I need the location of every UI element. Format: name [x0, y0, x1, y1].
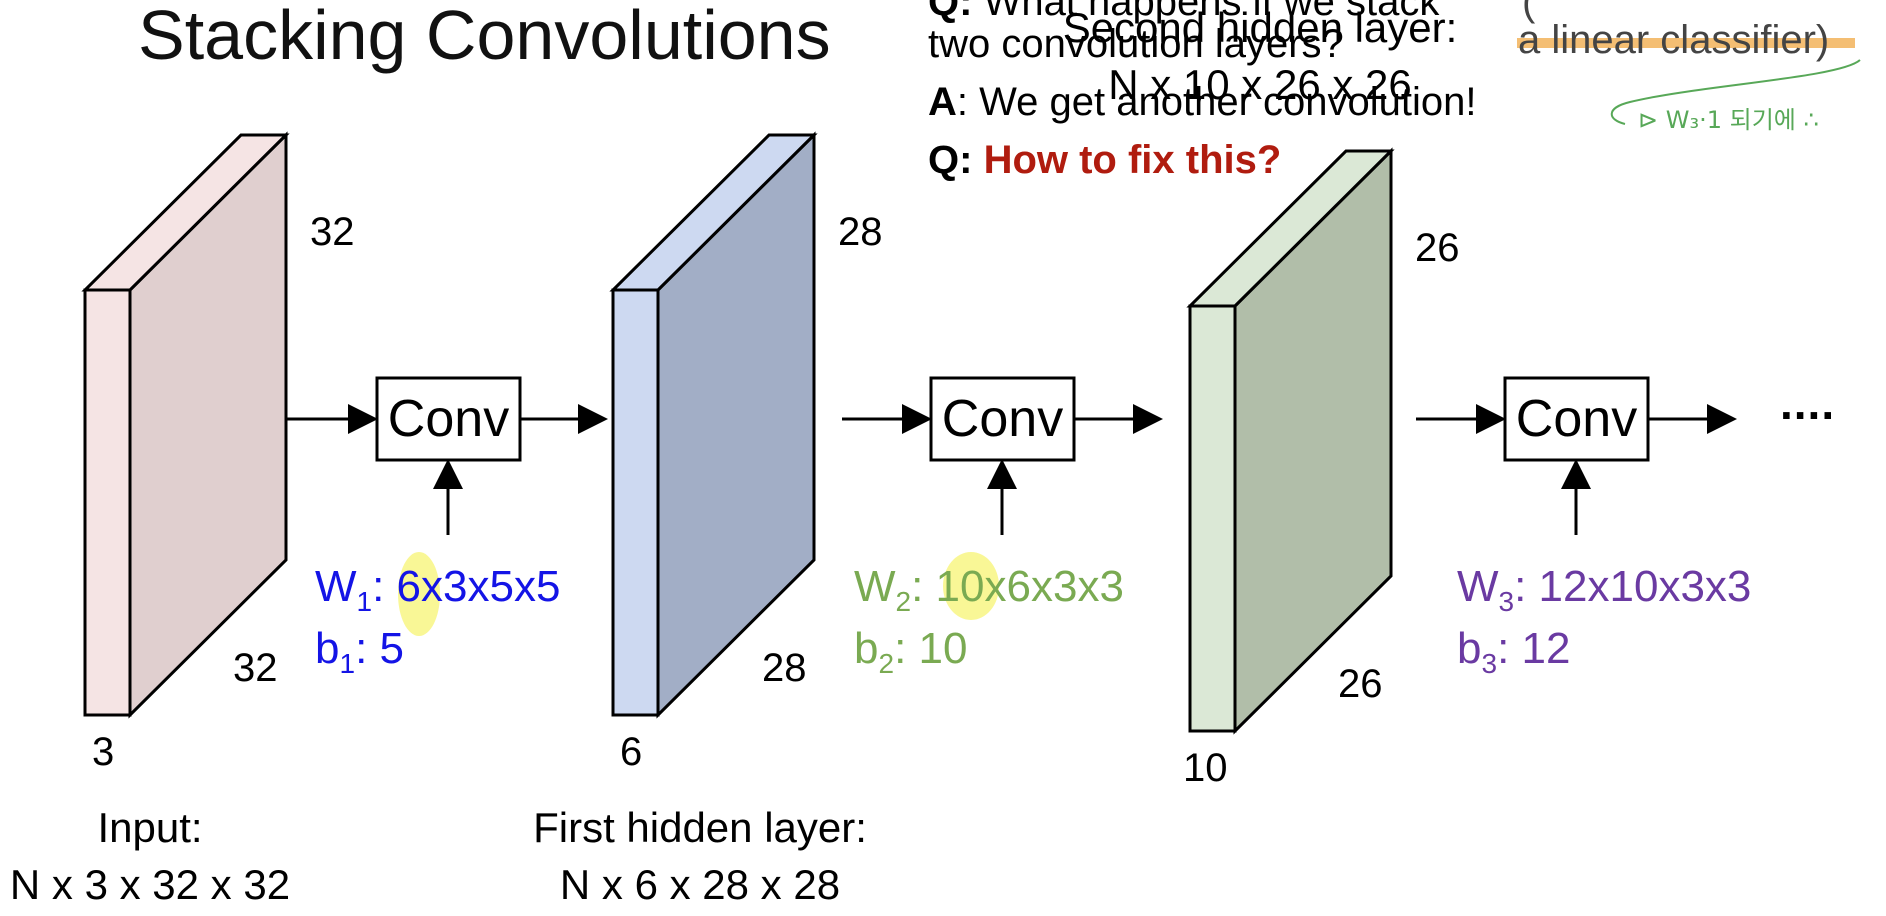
weights-1-value: : 6x3x5x5 — [372, 562, 561, 611]
answer-prefix: A — [928, 80, 957, 124]
caption-input-line-1: Input: — [97, 804, 203, 851]
question-1-line-1: Q: What happens if we stack — [928, 0, 1439, 22]
volume-hidden-2-front — [1188, 304, 1237, 733]
caption-hidden-2-line-2: N x 10 x 26 x 26 — [1108, 60, 1412, 108]
volume-hidden-1-front — [611, 288, 660, 717]
weights-2-value: : 10x6x3x3 — [911, 562, 1124, 611]
bias-2-label: b2: 10 — [854, 624, 968, 678]
caption-hidden-2: Second hidden layer: N x 10 x 26 x 26 — [1050, 0, 1470, 113]
bias-1-sub: 1 — [339, 648, 356, 679]
bias-3-prefix: b — [1457, 624, 1482, 673]
bias-2-sub: 2 — [878, 648, 895, 679]
weights-1-label: W1: 6x3x5x5 — [315, 562, 561, 616]
hidden2-depth-label: 10 — [1183, 746, 1228, 790]
bias-2-value: : 10 — [894, 624, 968, 673]
question-1-text: What happens if we stack — [983, 0, 1440, 24]
weights-1-sub: 1 — [356, 586, 373, 617]
annotation-open-paren: ( — [1522, 0, 1536, 24]
hidden1-height-label: 28 — [838, 210, 883, 254]
caption-input-line-2: N x 3 x 32 x 32 — [9, 860, 291, 908]
weights-3-prefix: W — [1457, 562, 1499, 611]
continuation-ellipsis: .... — [1780, 377, 1836, 429]
caption-hidden-1-line-1: First hidden layer: — [533, 804, 867, 851]
conv-box-2 — [929, 376, 1076, 462]
conv-label-3: Conv — [1515, 390, 1638, 448]
handwritten-note: ⊳ W₃·1 되기에 ∴ — [1638, 106, 1819, 134]
bias-3-label: b3: 12 — [1457, 624, 1571, 678]
question-1-line-2: two convolution layers? — [928, 22, 1344, 66]
question-2-line: Q: How to fix this? — [928, 140, 1281, 180]
volume-input-front — [83, 288, 132, 717]
bias-2-prefix: b — [854, 624, 879, 673]
answer-line: A: We get another convolution! — [928, 82, 1476, 122]
bias-1-value: : 5 — [355, 624, 404, 673]
volume-input — [81, 131, 290, 719]
bias-1-label: b1: 5 — [315, 624, 404, 678]
classifier-highlight — [1517, 38, 1855, 48]
weights-1-prefix: W — [315, 562, 357, 611]
weights-2-label: W2: 10x6x3x3 — [854, 562, 1124, 616]
hidden2-width-label: 26 — [1338, 662, 1383, 706]
caption-input: Input: N x 3 x 32 x 32 — [0, 800, 300, 913]
weights-3-value: : 12x10x3x3 — [1514, 562, 1752, 611]
question-1-prefix: Q: — [928, 0, 973, 24]
hidden1-width-label: 28 — [762, 646, 807, 690]
question-2-text: How to fix this? — [983, 138, 1282, 182]
weights-2-sub: 2 — [895, 586, 912, 617]
highlight-w2-out-channels — [943, 552, 999, 620]
input-width-label: 32 — [233, 646, 278, 690]
bias-3-value: : 12 — [1497, 624, 1571, 673]
volume-hidden-1 — [609, 131, 818, 719]
hidden1-depth-label: 6 — [620, 730, 643, 774]
slide-title: Stacking Convolutions — [138, 0, 831, 74]
conv-label-2: Conv — [941, 390, 1064, 448]
bias-3-sub: 3 — [1481, 648, 1498, 679]
caption-hidden-1-line-2: N x 6 x 28 x 28 — [559, 860, 841, 908]
weights-3-label: W3: 12x10x3x3 — [1457, 562, 1752, 616]
volume-hidden-2 — [1186, 147, 1395, 735]
weights-3-sub: 3 — [1498, 586, 1515, 617]
highlight-w1-out-channels — [398, 552, 440, 636]
answer-text: : We get another convolution! — [956, 80, 1477, 124]
input-height-label: 32 — [310, 210, 355, 254]
caption-hidden-1: First hidden layer: N x 6 x 28 x 28 — [510, 800, 890, 913]
annotation-classifier: a linear classifier) — [1518, 18, 1830, 62]
caption-hidden-2-line-1: Second hidden layer: — [1062, 4, 1458, 51]
question-2-prefix: Q: — [928, 138, 973, 182]
weights-2-prefix: W — [854, 562, 896, 611]
input-depth-label: 3 — [92, 730, 115, 774]
hidden2-height-label: 26 — [1415, 226, 1460, 270]
bias-1-prefix: b — [315, 624, 340, 673]
conv-label-1: Conv — [387, 390, 510, 448]
handwritten-stroke — [1610, 59, 1861, 125]
